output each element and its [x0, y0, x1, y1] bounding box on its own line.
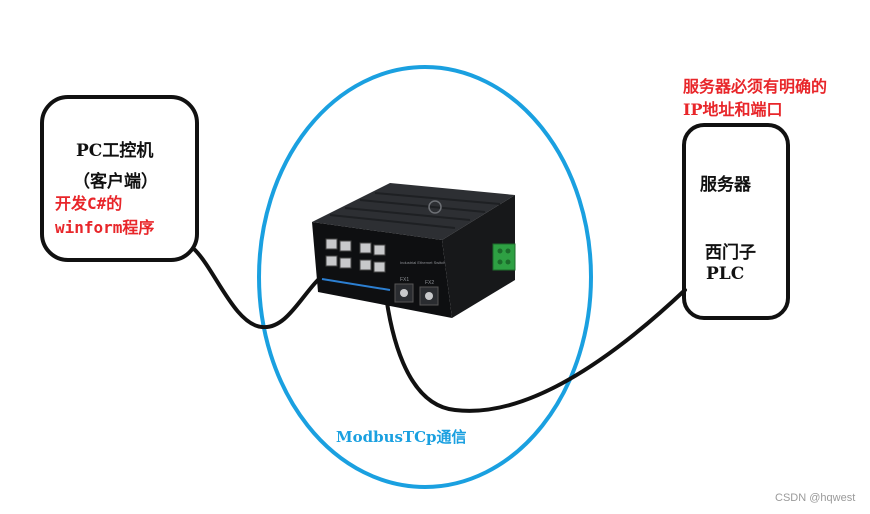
switch-side: [442, 195, 515, 318]
plc-label-line2: PLC: [706, 264, 745, 284]
protocol-label: ModbusTCp通信: [336, 428, 467, 446]
client-note-line2: winform程序: [55, 218, 155, 237]
server-label: 服务器: [700, 175, 751, 195]
server-box: [682, 123, 790, 320]
switch-port-label-2: FX2: [425, 280, 434, 286]
client-title: PC工控机: [76, 141, 154, 161]
switch-port-label-1: FX1: [400, 277, 409, 283]
client-subtitle: （客户端）: [73, 172, 158, 192]
client-box: [40, 95, 199, 262]
server-cable: [383, 286, 687, 413]
watermark: CSDN @hqwest: [775, 492, 856, 504]
rj45-ports: [325, 238, 386, 273]
server-note-line2: IP地址和端口: [683, 100, 783, 119]
switch-top: [312, 183, 515, 240]
client-note-line1: 开发C#的: [55, 194, 123, 213]
server-note-line1: 服务器必须有明确的: [683, 77, 828, 96]
power-connector: [492, 243, 516, 271]
network-ellipse: [257, 65, 593, 489]
ethernet-switch: Industrial Ethernet Switch FX1 FX2: [312, 183, 516, 318]
fiber-ports: [394, 283, 439, 306]
plc-label-line1: 西门子: [705, 243, 756, 263]
client-cable: [193, 248, 332, 330]
switch-device-text: Industrial Ethernet Switch: [400, 260, 445, 265]
